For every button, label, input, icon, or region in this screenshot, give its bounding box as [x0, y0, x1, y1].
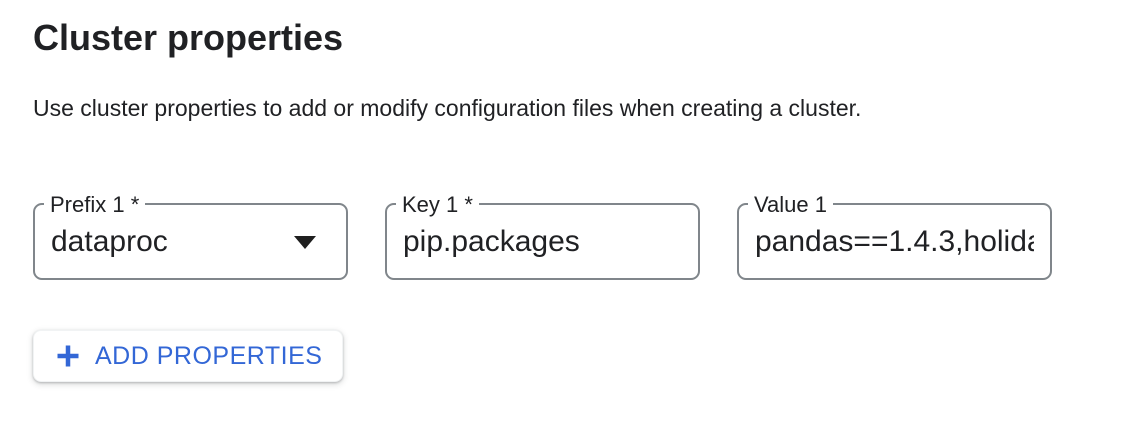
- prefix-selected-value: dataproc: [51, 224, 168, 258]
- add-properties-button[interactable]: ADD PROPERTIES: [33, 330, 344, 382]
- key-input-field[interactable]: Key 1 * pip.packages: [385, 192, 700, 280]
- page-description: Use cluster properties to add or modify …: [33, 95, 862, 121]
- prefix-select-field[interactable]: Prefix 1 * dataproc: [33, 192, 348, 280]
- prefix-field-label: Prefix 1 *: [44, 192, 146, 218]
- plus-icon: [54, 342, 82, 370]
- add-properties-label: ADD PROPERTIES: [95, 342, 323, 370]
- value-input-field[interactable]: Value 1 pandas==1.4.3,holiday: [737, 192, 1052, 280]
- value-field-value: pandas==1.4.3,holiday: [755, 224, 1034, 258]
- key-field-label: Key 1 *: [396, 192, 479, 218]
- property-fields-row: Prefix 1 * dataproc Key 1 * pip.packages…: [33, 192, 1052, 280]
- dropdown-arrow-icon[interactable]: [294, 235, 316, 249]
- page-title: Cluster properties: [33, 17, 344, 58]
- key-field-value: pip.packages: [403, 224, 580, 258]
- value-field-label: Value 1: [748, 192, 833, 218]
